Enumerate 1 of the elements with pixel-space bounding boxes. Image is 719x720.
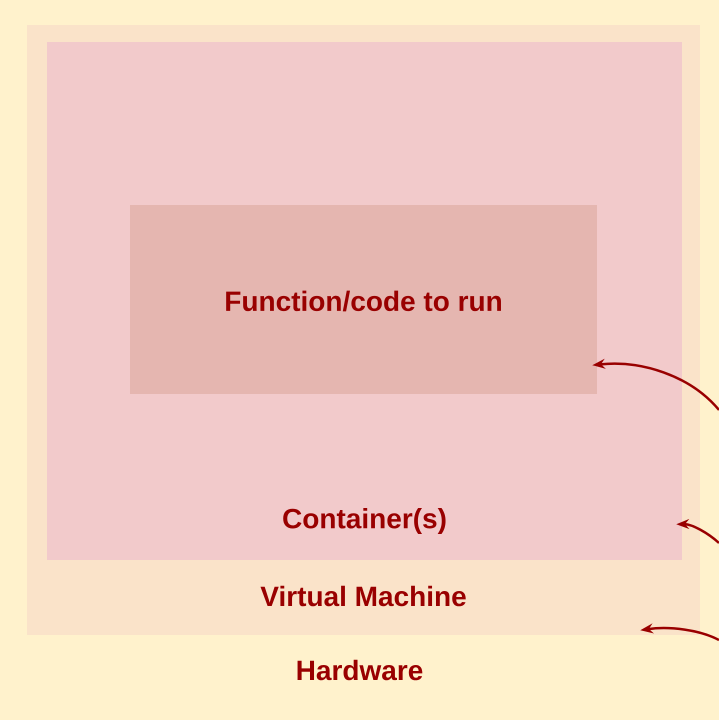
function-box: Function/code to run — [130, 205, 597, 394]
